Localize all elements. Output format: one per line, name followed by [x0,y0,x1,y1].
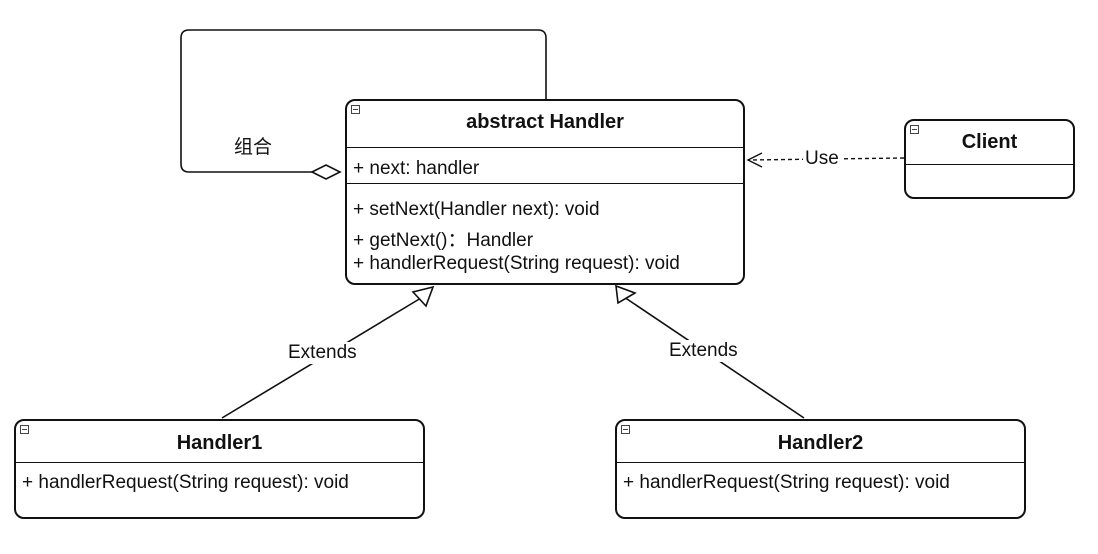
extends-label-left: Extends [286,342,359,364]
class-divider [347,147,743,148]
method-handler-request: + handlerRequest(String request): void [353,253,680,274]
collapse-minus-icon[interactable] [910,125,919,134]
class-title: Handler2 [777,432,864,454]
use-label: Use [803,148,841,170]
class-divider [16,462,423,463]
class-client[interactable]: Client [904,119,1075,199]
dependency-open-arrow-icon [746,152,763,168]
aggregation-label: 组合 [234,137,273,158]
class-title: Handler1 [176,432,263,454]
self-aggregation-loop [180,29,547,173]
class-handler1[interactable]: Handler1 + handlerRequest(String request… [14,419,425,519]
class-title: abstract Handler [466,111,624,133]
generalization-triangle-icon-right [615,284,637,305]
collapse-minus-icon[interactable] [621,425,630,434]
class-handler2[interactable]: Handler2 + handlerRequest(String request… [615,419,1026,519]
method-handler-request: + handlerRequest(String request): void [623,472,950,493]
method-get-next: + getNext()：Handler [353,230,534,251]
extends-label-right: Extends [667,340,740,362]
collapse-minus-icon[interactable] [20,425,29,434]
generalization-triangle-icon-left [411,285,435,308]
method-handler-request: + handlerRequest(String request): void [22,472,349,493]
class-divider [617,462,1024,463]
class-divider [906,164,1073,165]
attribute-next: + next: handler [353,158,480,179]
class-abstract-handler[interactable]: abstract Handler + next: handler + setNe… [345,99,745,285]
collapse-minus-icon[interactable] [351,105,360,114]
aggregation-diamond-icon [310,164,342,180]
class-divider [347,183,743,184]
class-title: Client [961,131,1018,153]
method-set-next: + setNext(Handler next): void [353,199,600,220]
